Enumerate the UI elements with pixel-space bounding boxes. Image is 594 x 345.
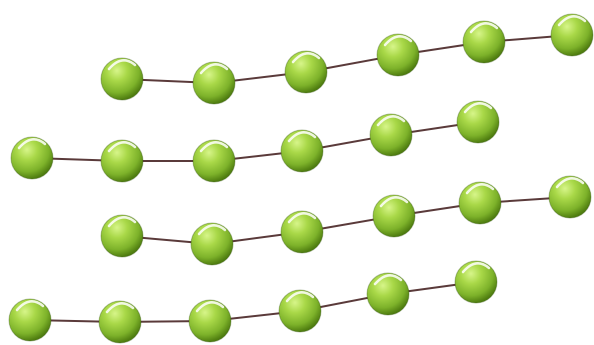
atom-sphere <box>457 101 499 143</box>
atom-sphere <box>551 14 593 56</box>
atom-sphere <box>281 211 323 253</box>
atom-sphere <box>9 299 51 341</box>
atom-sphere <box>193 140 235 182</box>
atom-sphere <box>370 114 412 156</box>
atom-sphere <box>101 58 143 100</box>
atom-sphere <box>281 130 323 172</box>
atom-sphere <box>191 223 233 265</box>
atom-sphere <box>459 182 501 224</box>
atom-sphere <box>101 215 143 257</box>
atom-sphere <box>99 301 141 343</box>
atom-sphere <box>377 34 419 76</box>
atom-sphere <box>11 137 53 179</box>
atom-sphere <box>549 176 591 218</box>
atom-sphere <box>193 62 235 104</box>
atom-sphere <box>367 273 409 315</box>
atom-sphere <box>455 261 497 303</box>
atom-sphere <box>285 51 327 93</box>
atom-sphere <box>279 290 321 332</box>
atom-sphere <box>373 195 415 237</box>
atom-sphere <box>189 300 231 342</box>
atom-sphere <box>463 21 505 63</box>
atom-sphere <box>101 140 143 182</box>
